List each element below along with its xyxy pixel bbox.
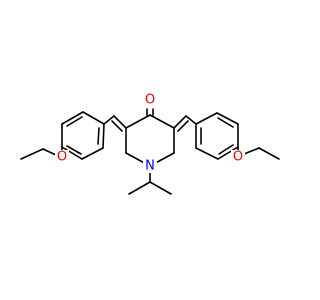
bond-left-ring-inner-1 xyxy=(97,127,100,145)
bond-isopropyl-right-methyl xyxy=(149,181,172,195)
bond-right-ring-5 xyxy=(195,147,219,160)
bond-c5-c4 xyxy=(125,114,151,129)
left-benzene-ring xyxy=(61,111,105,160)
bond-right-ring-inner-1 xyxy=(217,117,234,128)
right-ether-oxygen-label: O xyxy=(231,150,245,165)
bond-left-ring-1 xyxy=(102,123,105,149)
left-ether-oxygen-label: O xyxy=(55,150,69,165)
left-ether-oxygen-bg xyxy=(55,150,69,164)
bond-left-ring-6 xyxy=(82,111,105,125)
bond-isopropyl-left-methyl xyxy=(128,181,151,195)
bond-right-oxygen-ch2 xyxy=(243,147,260,155)
left-benzylidene-link xyxy=(103,115,127,132)
bond-right-ch2-ch3 xyxy=(258,147,280,160)
amine-nitrogen-symbol: N xyxy=(145,159,155,174)
bond-right-ring-4 xyxy=(217,146,239,160)
right-ether-oxygen-bg xyxy=(231,150,245,164)
amine-nitrogen-bg xyxy=(143,158,157,173)
bond-left-oxygen-ch2 xyxy=(42,148,57,156)
bond-left-exocyclic-2 xyxy=(111,120,123,132)
ketone-oxygen-label: O xyxy=(143,93,157,108)
bond-right-ring-inner-2 xyxy=(218,144,234,155)
ketone-oxygen-symbol: O xyxy=(145,93,155,108)
right-benzene-ring xyxy=(195,112,239,160)
molecule-diagram: O N O O xyxy=(20,93,280,195)
bond-right-ring-1 xyxy=(195,112,218,125)
bond-right-ring-2 xyxy=(216,112,239,125)
bond-c4-c3 xyxy=(149,114,175,129)
right-ether-oxygen-symbol: O xyxy=(233,150,243,165)
bond-left-ch2-ch3 xyxy=(20,148,44,160)
bond-left-ring-5 xyxy=(61,111,84,125)
bond-right-vinyl-aryl xyxy=(185,115,197,125)
bond-right-exocyclic-1 xyxy=(173,115,187,129)
bond-left-vinyl-aryl xyxy=(103,115,115,125)
amine-nitrogen-label: N xyxy=(143,158,157,174)
carbonyl-group xyxy=(146,108,154,116)
left-ether-oxygen-symbol: O xyxy=(57,150,67,165)
bond-left-ring-3 xyxy=(61,146,83,160)
structure-canvas: O N O O xyxy=(20,92,280,195)
bond-left-ring-inner-2 xyxy=(66,145,82,155)
bond-right-exocyclic-2 xyxy=(177,120,189,132)
bond-left-exocyclic-1 xyxy=(113,115,127,129)
bond-left-ring-2 xyxy=(81,147,104,160)
bond-left-ring-inner-3 xyxy=(66,116,83,127)
right-benzylidene-link xyxy=(173,115,197,132)
ketone-oxygen-bg xyxy=(143,93,157,107)
